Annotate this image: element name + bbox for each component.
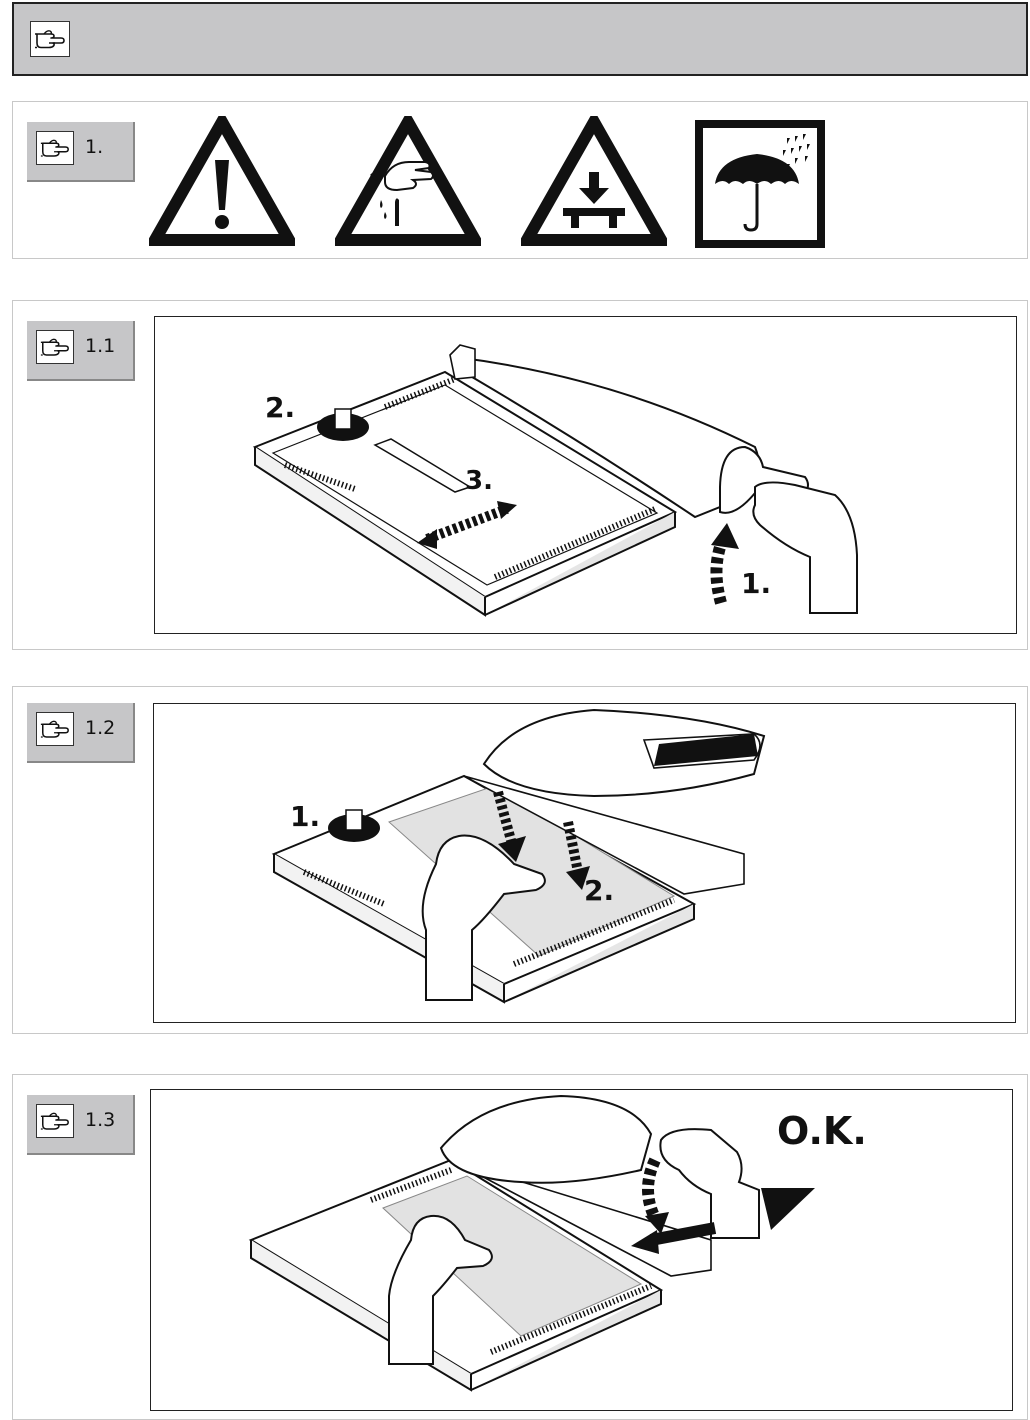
paper-cutter-illustration: O.K.: [248, 1094, 867, 1392]
cut-hazard-icon: [335, 116, 481, 246]
pointing-hand-icon: [31, 22, 69, 56]
illustration-frame: 1. 2.: [153, 703, 1016, 1023]
step-tab: 1.1: [27, 321, 135, 381]
keep-dry-icon: [695, 120, 825, 248]
pointing-hand-icon: [37, 132, 73, 164]
step-tab: 1.3: [27, 1095, 135, 1155]
ok-label: O.K.: [777, 1109, 867, 1153]
step-label: 1.2: [85, 717, 116, 739]
heavy-load-icon: [521, 116, 667, 246]
header-bar: [12, 2, 1028, 76]
step-tab: 1.2: [27, 703, 135, 763]
step-hand-box: [36, 712, 74, 746]
callout-2: 2.: [265, 391, 295, 424]
step-label: 1.: [85, 136, 104, 158]
illustration-frame: O.K.: [150, 1089, 1013, 1411]
step-tab: 1.: [27, 122, 135, 182]
pointing-hand-icon: [37, 331, 73, 363]
step-hand-box: [36, 1104, 74, 1138]
illustration-frame: 2. 3. 1.: [154, 316, 1017, 634]
section-step-1-2: 1.2 1.: [12, 686, 1028, 1034]
step-label: 1.3: [85, 1109, 116, 1131]
step-hand-box: [36, 131, 74, 165]
step-hand-box: [36, 330, 74, 364]
step-label: 1.1: [85, 335, 116, 357]
section-step-1-1: 1.1: [12, 300, 1028, 650]
callout-3: 3.: [465, 466, 493, 496]
callout-1: 1.: [290, 800, 320, 833]
section-warnings: 1.: [12, 101, 1028, 259]
callout-1: 1.: [741, 567, 771, 600]
pointing-hand-icon: [37, 1105, 73, 1137]
pointing-hand-icon: [37, 713, 73, 745]
paper-cutter-illustration: 1. 2.: [271, 708, 766, 1004]
general-warning-icon: [149, 116, 295, 246]
callout-2: 2.: [584, 874, 614, 907]
header-hand-box: [30, 21, 70, 57]
section-step-1-3: 1.3 O.K.: [12, 1074, 1028, 1420]
paper-cutter-illustration: 2. 3. 1.: [252, 344, 858, 617]
